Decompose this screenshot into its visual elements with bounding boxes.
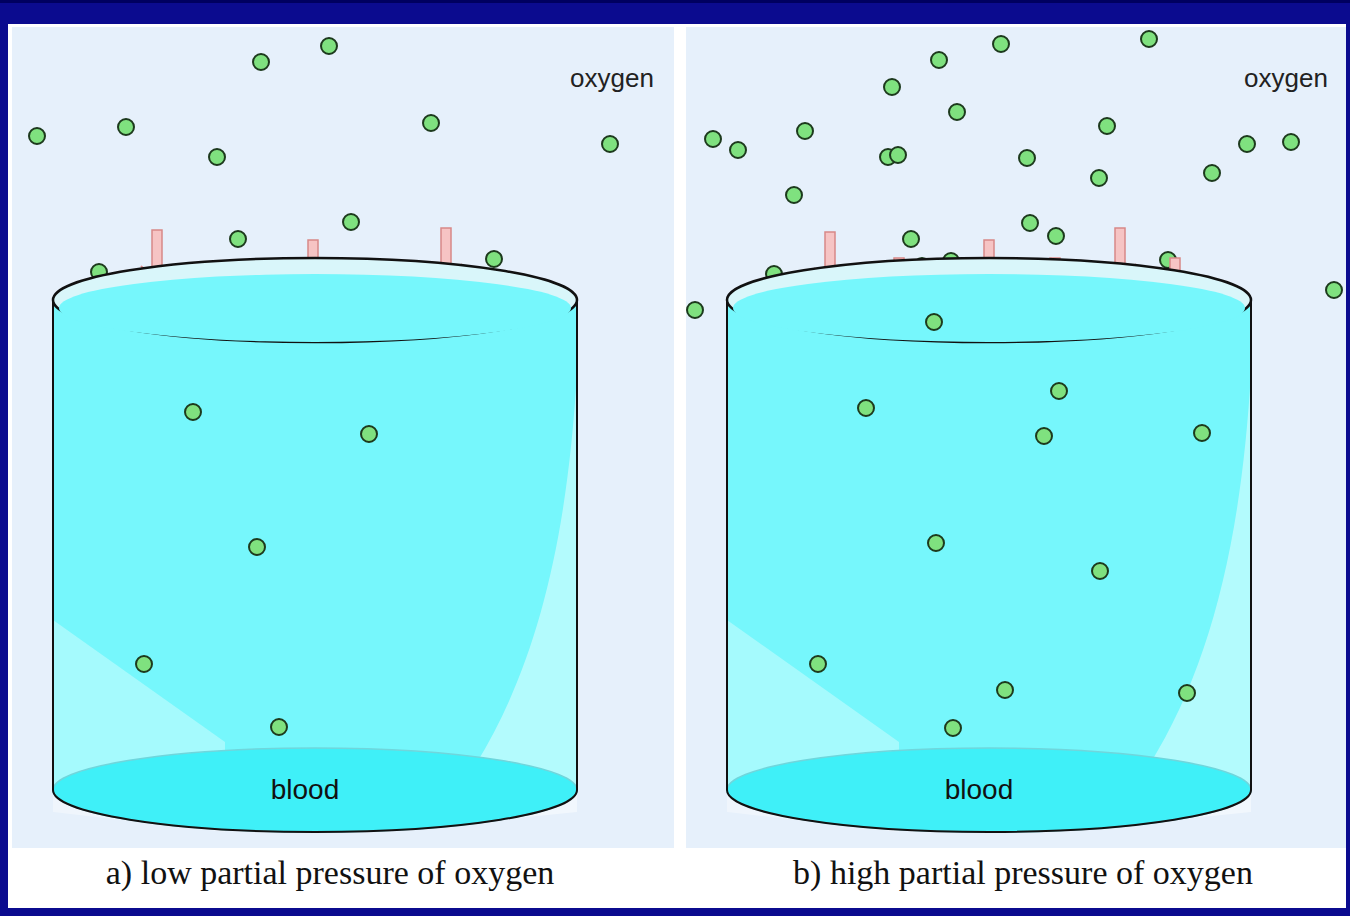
oxygen-molecule — [1283, 134, 1299, 150]
oxygen-molecule — [343, 214, 359, 230]
caption-text: a) low partial pressure of oxygen — [106, 854, 554, 892]
container-label: blood — [945, 774, 1014, 806]
oxygen-molecule — [1179, 685, 1195, 701]
panel-b — [686, 27, 1346, 848]
panel-a — [12, 27, 674, 848]
oxygen-molecule — [230, 231, 246, 247]
oxygen-molecule — [1022, 215, 1038, 231]
oxygen-molecule — [1051, 383, 1067, 399]
panel-label: oxygen — [570, 63, 654, 94]
oxygen-molecule — [928, 535, 944, 551]
oxygen-molecule — [1019, 150, 1035, 166]
blood-cylinder — [50, 252, 580, 838]
oxygen-molecule — [890, 147, 906, 163]
oxygen-molecule — [361, 426, 377, 442]
oxygen-molecule — [786, 187, 802, 203]
oxygen-molecule — [949, 104, 965, 120]
oxygen-molecule — [931, 52, 947, 68]
blood-container: blood — [50, 252, 580, 838]
oxygen-molecule — [118, 119, 134, 135]
oxygen-molecule — [1048, 228, 1064, 244]
oxygen-molecule — [1326, 282, 1342, 298]
oxygen-molecule — [602, 136, 618, 152]
oxygen-molecule — [1036, 428, 1052, 444]
oxygen-molecule — [209, 149, 225, 165]
oxygen-molecule — [486, 251, 502, 267]
oxygen-molecule — [884, 79, 900, 95]
oxygen-molecule — [1204, 165, 1220, 181]
oxygen-molecule — [29, 128, 45, 144]
oxygen-molecule — [423, 115, 439, 131]
oxygen-molecule — [253, 54, 269, 70]
oxygen-molecule — [1239, 136, 1255, 152]
oxygen-molecule — [1141, 31, 1157, 47]
oxygen-molecule — [1099, 118, 1115, 134]
oxygen-molecule — [945, 720, 961, 736]
blood-container: blood — [724, 252, 1254, 838]
oxygen-molecule — [810, 656, 826, 672]
oxygen-molecule — [858, 400, 874, 416]
container-label: blood — [271, 774, 340, 806]
oxygen-molecule — [926, 314, 942, 330]
oxygen-molecule — [993, 36, 1009, 52]
oxygen-molecule — [249, 539, 265, 555]
caption-text: b) high partial pressure of oxygen — [793, 854, 1253, 892]
oxygen-molecule — [687, 302, 703, 318]
oxygen-molecule — [1092, 563, 1108, 579]
oxygen-molecule — [136, 656, 152, 672]
oxygen-molecule — [797, 123, 813, 139]
oxygen-molecule — [1194, 425, 1210, 441]
oxygen-molecule — [705, 131, 721, 147]
oxygen-molecule — [185, 404, 201, 420]
blood-cylinder — [724, 252, 1254, 838]
oxygen-molecule — [997, 682, 1013, 698]
panel-label: oxygen — [1244, 63, 1328, 94]
oxygen-molecule — [1091, 170, 1107, 186]
oxygen-molecule — [271, 719, 287, 735]
oxygen-molecule — [321, 38, 337, 54]
oxygen-molecule — [730, 142, 746, 158]
oxygen-molecule — [903, 231, 919, 247]
